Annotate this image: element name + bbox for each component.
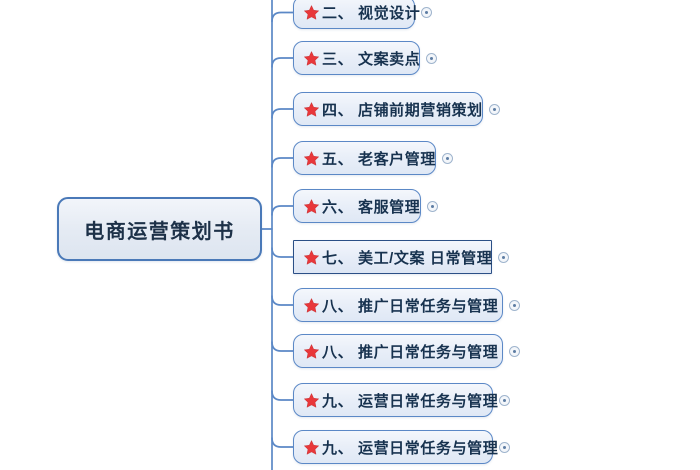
mindmap-node-4[interactable]: 五、 老客户管理 (293, 141, 436, 175)
mindmap-node-1[interactable]: 二、 视觉设计 (293, 0, 420, 29)
mindmap-node-label: 九、 运营日常任务与管理 (322, 392, 499, 410)
mindmap-node-label: 八、 推广日常任务与管理 (322, 297, 499, 315)
mindmap-node-label: 九、 运营日常任务与管理 (322, 439, 499, 457)
collapse-circle-icon-3[interactable] (489, 104, 500, 115)
collapse-circle-icon-5[interactable] (427, 201, 438, 212)
mindmap-node-label: 五、 老客户管理 (322, 150, 436, 168)
mindmap-node-label: 二、 视觉设计 (322, 5, 421, 22)
collapse-circle-icon-8[interactable] (509, 346, 520, 357)
mindmap-node-label: 七、 美工/文案 日常管理 (322, 249, 493, 267)
connector-to-node-6 (271, 247, 294, 258)
connector-to-node-9 (271, 390, 294, 401)
mindmap-node-label: 八、 推广日常任务与管理 (322, 343, 499, 361)
collapse-circle-icon-1[interactable] (421, 7, 432, 18)
star-icon (304, 343, 319, 359)
root-node[interactable]: 电商运营策划书 (57, 197, 262, 261)
connector-to-node-10 (271, 437, 294, 448)
collapse-circle-icon-9[interactable] (499, 395, 510, 406)
connector-to-node-5 (271, 205, 294, 216)
collapse-circle-icon-2[interactable] (426, 53, 437, 64)
mindmap-node-8[interactable]: 八、 推广日常任务与管理 (293, 334, 503, 368)
mindmap-node-9[interactable]: 九、 运营日常任务与管理 (293, 383, 498, 417)
mindmap-node-2[interactable]: 三、 文案卖点 (293, 41, 420, 75)
star-icon (304, 249, 319, 265)
connector-to-node-1 (271, 11, 294, 23)
connector-to-node-7 (271, 295, 294, 306)
mindmap-node-3[interactable]: 四、 店铺前期营销策划 (293, 92, 483, 126)
star-icon (304, 297, 319, 313)
collapse-circle-icon-4[interactable] (442, 153, 453, 164)
connector-to-node-8 (271, 341, 294, 352)
mindmap-node-6[interactable]: 七、 美工/文案 日常管理 (293, 240, 492, 274)
mindmap-node-label: 三、 文案卖点 (322, 50, 421, 68)
collapse-circle-icon-7[interactable] (509, 300, 520, 311)
star-icon (304, 50, 319, 66)
connector-to-node-4 (271, 157, 294, 168)
star-icon (304, 392, 319, 408)
star-icon (304, 101, 319, 117)
star-icon (304, 198, 319, 214)
collapse-circle-icon-10[interactable] (499, 442, 510, 453)
mindmap-node-5[interactable]: 六、 客服管理 (293, 189, 421, 223)
connector-to-node-2 (271, 57, 294, 68)
star-icon (304, 5, 319, 20)
collapse-circle-icon-6[interactable] (498, 252, 509, 263)
mindmap-node-7[interactable]: 八、 推广日常任务与管理 (293, 288, 503, 322)
mindmap-node-10[interactable]: 九、 运营日常任务与管理 (293, 430, 498, 464)
star-icon (304, 150, 319, 166)
root-node-label: 电商运营策划书 (84, 220, 235, 243)
connector-to-node-3 (271, 108, 294, 119)
star-icon (304, 439, 319, 455)
mindmap-node-label: 四、 店铺前期营销策划 (322, 101, 483, 119)
mindmap-node-label: 六、 客服管理 (322, 198, 421, 216)
